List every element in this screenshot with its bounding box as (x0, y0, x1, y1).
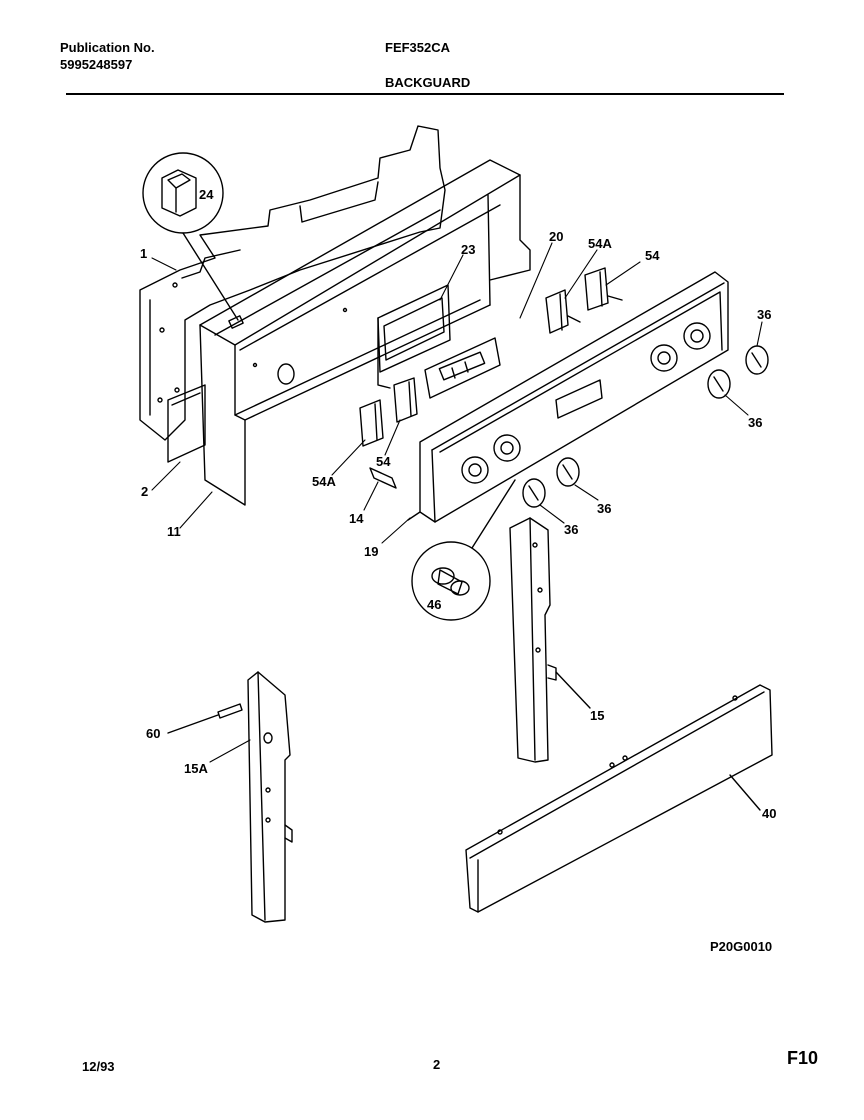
drawing-code: P20G0010 (710, 939, 773, 954)
part-11-backguard-housing (199, 159, 531, 506)
callout-54-lower: 54 (376, 454, 391, 469)
callout-36-c: 36 (597, 501, 611, 516)
part-20-clock-display (424, 337, 501, 399)
callout-19: 19 (364, 544, 378, 559)
part-24-switch-inset (142, 152, 239, 321)
callout-54a-upper: 54A (588, 236, 612, 251)
callout-15: 15 (590, 708, 604, 723)
part-36-knobs (522, 345, 769, 508)
part-19-control-panel (407, 271, 729, 523)
footer-figure-label: F10 (787, 1048, 819, 1068)
callout-36-a: 36 (757, 307, 771, 322)
callout-11: 11 (167, 524, 181, 539)
callout-15a: 15A (184, 761, 208, 776)
callout-1: 1 (140, 246, 147, 261)
part-23-bracket (377, 284, 451, 389)
callout-54a-lower: 54A (312, 474, 336, 489)
footer-page-number: 2 (433, 1057, 441, 1072)
part-15a-end-bracket (247, 671, 293, 923)
publication-label: Publication No. (60, 40, 155, 55)
leader-lines (151, 242, 763, 763)
part-15-end-bracket (509, 517, 591, 763)
part-54-switches-upper (545, 267, 623, 334)
section-title: BACKGUARD (385, 75, 471, 90)
part-40-trim (465, 684, 773, 913)
header-rule (66, 93, 784, 95)
part-54-switches-lower (359, 377, 418, 447)
callout-36-b: 36 (748, 415, 762, 430)
callout-60: 60 (146, 726, 160, 741)
callout-labels: 1 2 11 24 23 20 54A 54 36 36 36 36 54A 5… (140, 187, 776, 821)
publication-number: 5995248597 (60, 57, 133, 72)
callout-54-upper: 54 (645, 248, 660, 263)
model-number: FEF352CA (385, 40, 451, 55)
part-60-screw (167, 703, 243, 734)
footer-date: 12/93 (82, 1059, 115, 1074)
callout-23: 23 (461, 242, 475, 257)
part-46-knob-inset (411, 479, 516, 621)
callout-46: 46 (427, 597, 441, 612)
callout-20: 20 (549, 229, 563, 244)
callout-24: 24 (199, 187, 214, 202)
part-14-terminal (369, 467, 397, 489)
part-2-bracket (167, 384, 206, 463)
callout-2: 2 (141, 484, 148, 499)
callout-36-d: 36 (564, 522, 578, 537)
callout-14: 14 (349, 511, 364, 526)
callout-40: 40 (762, 806, 776, 821)
